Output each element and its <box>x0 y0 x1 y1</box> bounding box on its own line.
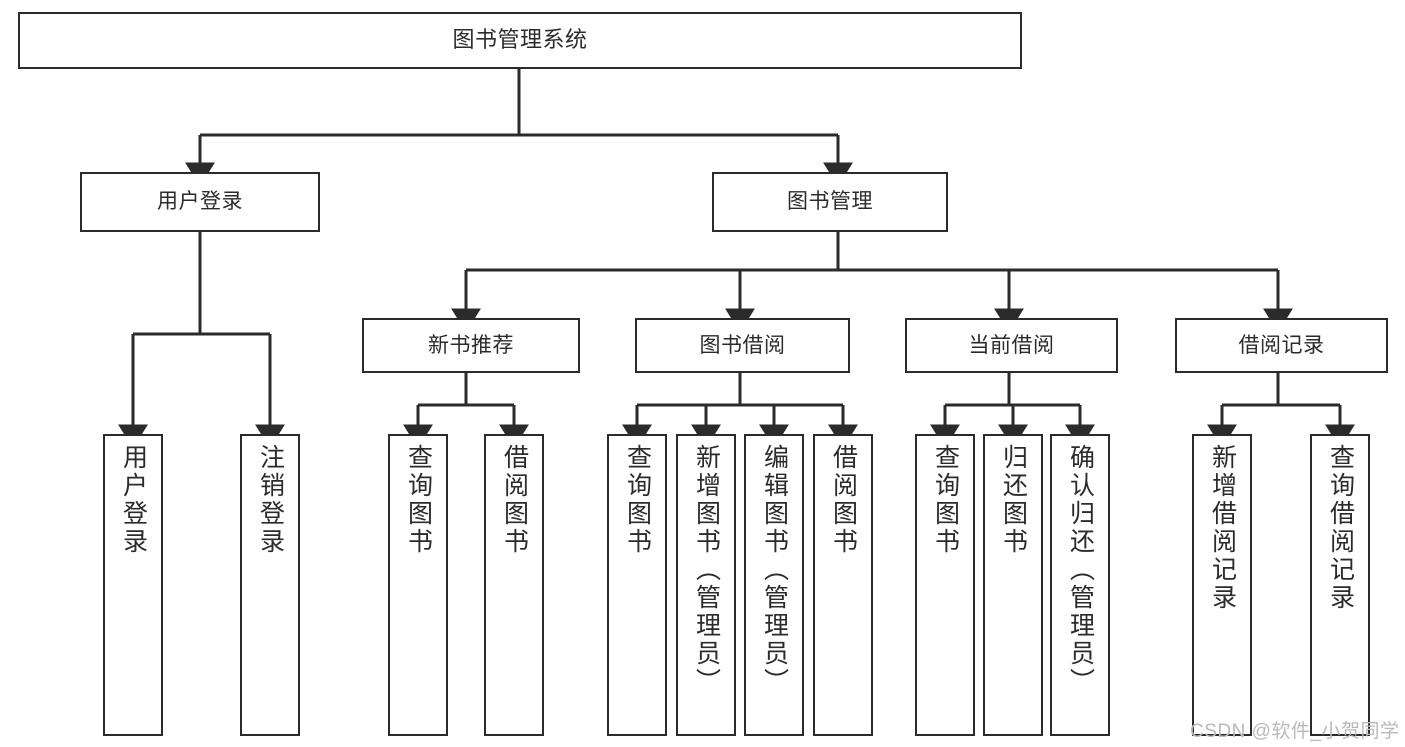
leaf-current-return-book[interactable]: 归还图书 <box>983 434 1043 736</box>
node-book-management-label: 图书管理 <box>787 190 873 214</box>
leaf-newbook-query-book[interactable]: 查询图书 <box>388 434 448 736</box>
node-book-borrow-label: 图书借阅 <box>699 333 786 357</box>
leaf-logout-label: 注销登录 <box>256 444 285 556</box>
leaf-current-query-book[interactable]: 查询图书 <box>915 434 975 736</box>
node-current-borrow[interactable]: 当前借阅 <box>905 318 1118 373</box>
node-current-borrow-label: 当前借阅 <box>968 333 1055 357</box>
leaf-current-return-book-label: 归还图书 <box>999 444 1028 556</box>
leaf-borrow-add-book[interactable]: 新增图书（管理员） <box>676 434 736 736</box>
leaf-record-add-record[interactable]: 新增借阅记录 <box>1192 434 1252 736</box>
leaf-current-query-book-label: 查询图书 <box>931 444 960 556</box>
node-root-label: 图书管理系统 <box>452 27 588 53</box>
leaf-newbook-borrow-book-label: 借阅图书 <box>500 444 529 556</box>
leaf-current-confirm-return[interactable]: 确认归还（管理员） <box>1050 434 1110 736</box>
node-borrow-record[interactable]: 借阅记录 <box>1175 318 1388 373</box>
node-user-login-label: 用户登录 <box>157 190 243 214</box>
leaf-borrow-query-book[interactable]: 查询图书 <box>607 434 667 736</box>
leaf-user-login[interactable]: 用户登录 <box>103 434 163 736</box>
node-root[interactable]: 图书管理系统 <box>18 12 1022 69</box>
leaf-borrow-add-book-label: 新增图书（管理员） <box>692 444 721 696</box>
leaf-borrow-edit-book[interactable]: 编辑图书（管理员） <box>744 434 804 736</box>
leaf-borrow-borrow-book-label: 借阅图书 <box>829 444 858 556</box>
leaf-borrow-edit-book-label: 编辑图书（管理员） <box>760 444 789 696</box>
leaf-logout[interactable]: 注销登录 <box>240 434 300 736</box>
leaf-borrow-borrow-book[interactable]: 借阅图书 <box>813 434 873 736</box>
node-borrow-record-label: 借阅记录 <box>1238 333 1325 357</box>
leaf-record-query-record-label: 查询借阅记录 <box>1326 444 1355 612</box>
node-new-book-recommend-label: 新书推荐 <box>428 333 514 357</box>
leaf-newbook-query-book-label: 查询图书 <box>404 444 433 556</box>
node-book-management[interactable]: 图书管理 <box>712 172 948 232</box>
node-user-login[interactable]: 用户登录 <box>80 172 320 232</box>
leaf-current-confirm-return-label: 确认归还（管理员） <box>1066 444 1095 696</box>
leaf-record-query-record[interactable]: 查询借阅记录 <box>1310 434 1370 736</box>
leaf-user-login-label: 用户登录 <box>119 444 148 556</box>
leaf-record-add-record-label: 新增借阅记录 <box>1208 444 1237 612</box>
leaf-borrow-query-book-label: 查询图书 <box>623 444 652 556</box>
node-new-book-recommend[interactable]: 新书推荐 <box>362 318 580 373</box>
node-book-borrow[interactable]: 图书借阅 <box>635 318 850 373</box>
leaf-newbook-borrow-book[interactable]: 借阅图书 <box>484 434 544 736</box>
csdn-watermark: CSDN @软件_小贺同学 <box>1190 721 1400 742</box>
